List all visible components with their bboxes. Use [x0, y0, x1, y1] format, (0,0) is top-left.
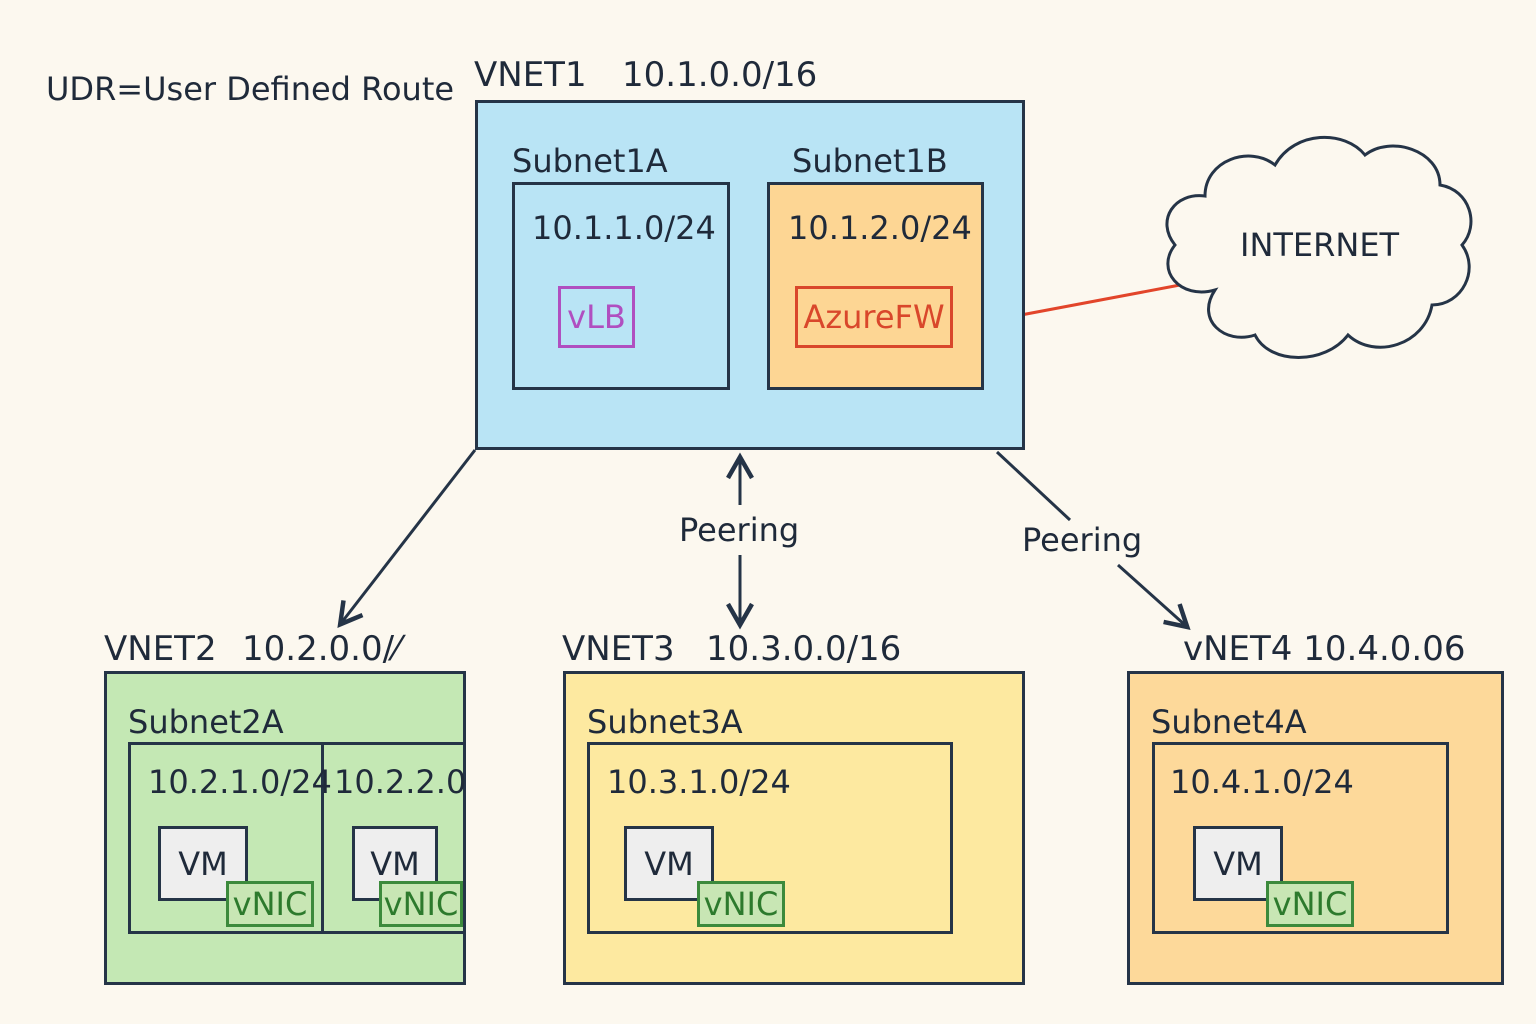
vnet3-name: VNET3: [562, 629, 675, 669]
cloud-icon: [1165, 135, 1473, 359]
subnet1b-label: Subnet1B: [792, 142, 948, 180]
line-vnet1-to-vnet4-upper: [995, 450, 1072, 522]
subnet3a-cidr: 10.3.1.0/24: [607, 763, 791, 801]
subnet3a-label: Subnet3A: [587, 703, 743, 741]
vnic-2a-2[interactable]: vNIC: [379, 881, 463, 927]
subnet4a-label: Subnet4A: [1151, 703, 1307, 741]
subnet1a-label: Subnet1A: [512, 142, 668, 180]
arrow-vnet1-to-vnet4-lower: [1116, 563, 1191, 631]
arrow-vnet1-to-vnet2: [337, 449, 477, 628]
internet-label: INTERNET: [1240, 226, 1400, 264]
peering-label-center: Peering: [679, 511, 800, 549]
subnet2a-inner-box-2: [321, 742, 466, 934]
subnet4a-box: [1152, 742, 1449, 934]
azure-firewall: AzureFW: [795, 286, 953, 348]
vnet1-name: VNET1: [474, 55, 587, 95]
vnic-2a-1[interactable]: vNIC: [226, 881, 314, 927]
udr-legend: UDR=User Defined Route: [46, 70, 455, 108]
vnet3-cidr: 10.3.0.0/16: [706, 629, 902, 669]
vnet1-cidr: 10.1.0.0/16: [622, 55, 818, 95]
vnet2-name: VNET2: [104, 629, 217, 669]
subnet2a-label: Subnet2A: [128, 703, 284, 741]
peering-label-right: Peering: [1022, 521, 1143, 559]
subnet3a-box: [587, 742, 953, 934]
subnet1a-cidr: 10.1.1.0/24: [532, 209, 716, 247]
vnet4-title: vNET4 10.4.0.06: [1183, 629, 1466, 669]
vnic-3a[interactable]: vNIC: [697, 881, 785, 927]
subnet2a-cidr-1: 10.2.1.0/24: [148, 763, 332, 801]
vnic-4a[interactable]: vNIC: [1266, 881, 1354, 927]
subnet2a-cidr-2: 10.2.2.0: [334, 763, 467, 801]
subnet4a-cidr: 10.4.1.0/24: [1170, 763, 1354, 801]
subnet1b-cidr: 10.1.2.0/24: [788, 209, 972, 247]
load-balancer: vLB: [558, 286, 635, 348]
vnet2-cidr: 10.2.0.0/⁄: [242, 629, 400, 669]
